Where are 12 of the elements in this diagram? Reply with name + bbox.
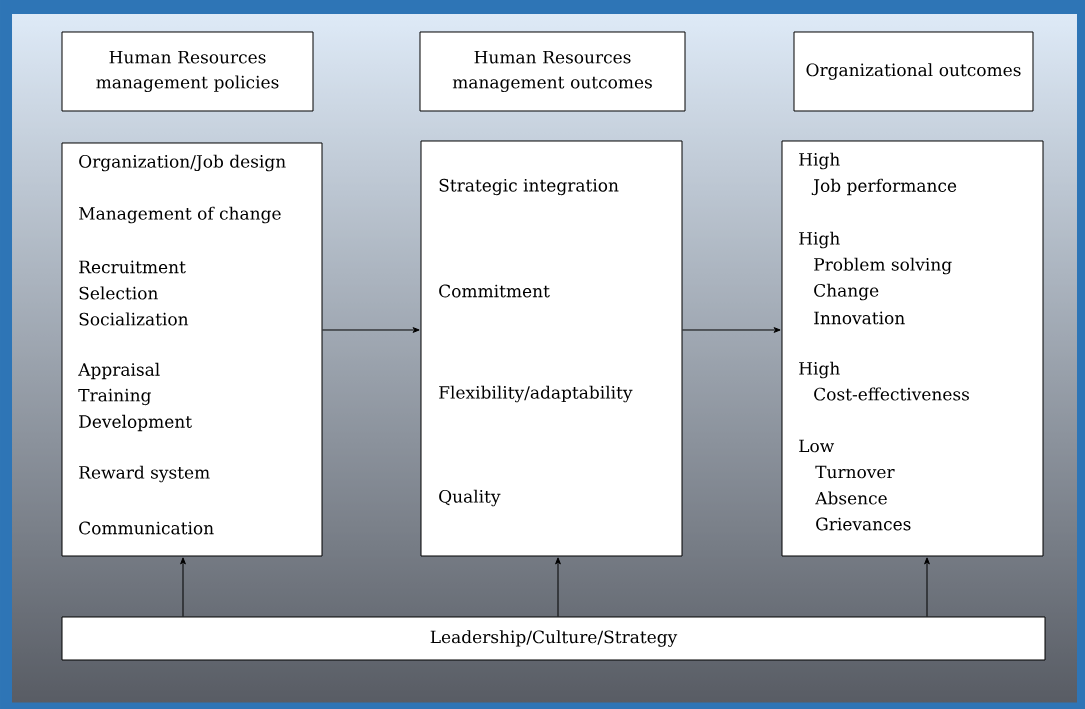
list-box: High Job performance High Problem solving Change Innovation High Cost-effectiveness Low Turnover Absence Grievances	[781, 140, 1044, 557]
arrow	[555, 557, 561, 617]
arrow	[180, 557, 186, 617]
arrow	[682, 327, 781, 333]
heading-box: Human Resources management outcomes	[419, 31, 686, 112]
heading-box: Organizational outcomes	[793, 31, 1034, 112]
list-box: Strategic integration Commitment Flexibility/adaptability Quality	[420, 140, 683, 557]
arrow	[322, 327, 420, 333]
base-bar: Leadership/Culture/Strategy	[61, 616, 1046, 661]
heading-box: Human Resources management policies	[61, 31, 314, 112]
arrow	[924, 557, 930, 617]
list-box: Organization/Job design Management of change Recruitment Selection Socialization Appraisal Training Development Reward system Communication	[61, 142, 323, 557]
